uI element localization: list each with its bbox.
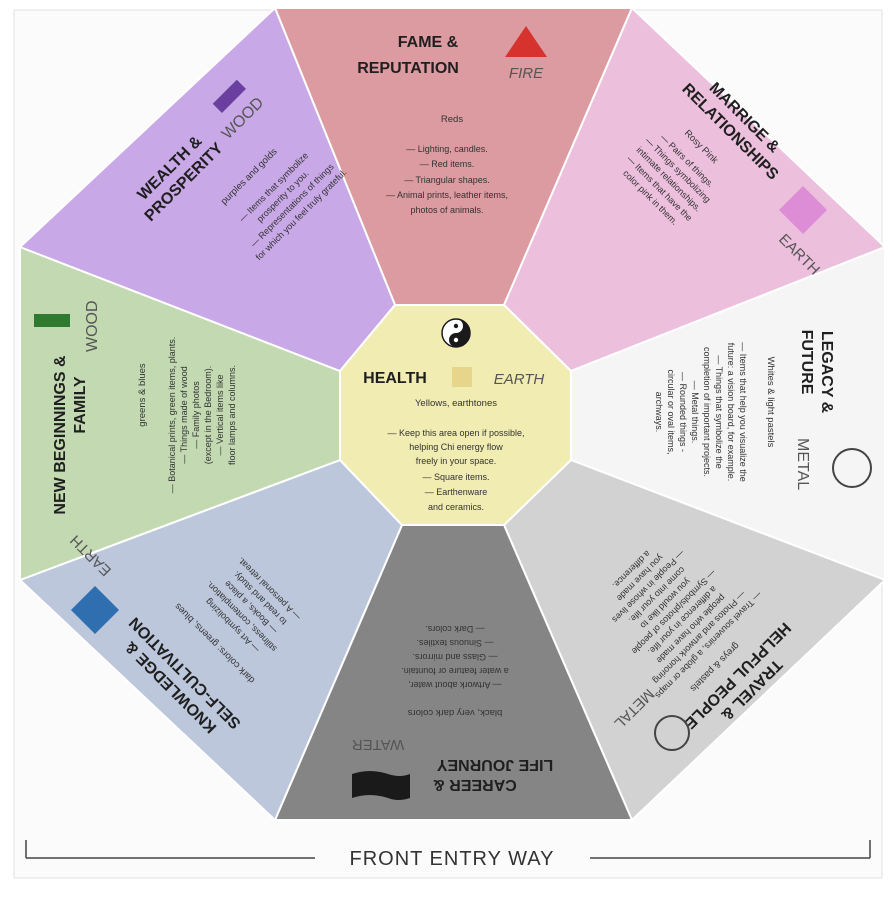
fame-element: FIRE (509, 65, 544, 82)
wealth-wood-bar-icon (212, 79, 246, 113)
family-item-3: (except in the Bedroom). (203, 366, 213, 465)
center-title: HEALTH (363, 370, 427, 387)
family-wood-bar-icon (34, 314, 70, 327)
legacy-item-5: — Rounded things - (678, 372, 688, 452)
family-title-line1: NEW BEGINNINGS & (52, 355, 69, 515)
relationships-earth-square-icon (778, 185, 828, 235)
fame-item-3: — Animal prints, leather items, (386, 190, 508, 200)
center-element: EARTH (494, 371, 545, 388)
legacy-item-6: circular or oval items, (666, 369, 676, 454)
legacy-group: LEGACY & FUTURE Whites & light pastels —… (654, 330, 835, 482)
fire-triangle-icon (505, 26, 547, 57)
family-item-1: — Things made of wood (179, 366, 189, 463)
family-colors: greens & blues (137, 363, 148, 427)
yin-yang-icon (441, 318, 471, 348)
family-title-line2: FAMILY (72, 376, 89, 434)
legacy-title-line2: FUTURE (798, 330, 815, 395)
career-colors: black, very dark colors (408, 707, 503, 718)
center-item-0: — Keep this area open if possible, (387, 428, 524, 438)
center-colors: Yellows, earthtones (415, 398, 497, 409)
legacy-item-2: — Things that symbolize the (714, 355, 724, 468)
career-title-line2: LIFE JOURNEY (436, 756, 553, 773)
legacy-item-7: archways. (654, 392, 664, 433)
center-item-2: freely in your space. (416, 456, 497, 466)
center-octagon (339, 304, 572, 526)
legacy-colors: Whites & light pastels (765, 357, 776, 448)
career-item-3: — Sinuous textiles. (416, 638, 493, 648)
legacy-item-0: — Items that help you visualize the (738, 342, 748, 482)
center-item-4: — Earthenware (425, 487, 488, 497)
family-item-5: floor lamps and columns. (227, 365, 237, 465)
legacy-item-3: completion of important projects. (702, 347, 712, 477)
career-item-2: — Glass and mirrors. (412, 652, 497, 662)
career-group: CAREER & LIFE JOURNEY black, very dark c… (401, 624, 553, 793)
legacy-metal-circle-icon (832, 448, 872, 488)
career-title-line1: CAREER & (433, 776, 517, 793)
travel-metal-circle-icon (654, 715, 690, 751)
fame-title-line2: REPUTATION (357, 60, 459, 77)
legacy-item-1: future: a vision board, for example. (726, 343, 736, 482)
legacy-element: METAL (794, 438, 811, 490)
water-wave-icon (352, 771, 410, 800)
family-group: NEW BEGINNINGS & FAMILY greens & blues —… (52, 337, 237, 515)
fame-title-line1: FAME & (398, 34, 459, 51)
career-item-0: — Artwork about water, (408, 680, 501, 690)
fame-colors: Reds (441, 114, 463, 125)
fame-group: FAME & REPUTATION FIRE Reds — Lighting, … (357, 26, 547, 215)
center-item-3: — Square items. (422, 472, 489, 482)
career-item-1: a water feature or fountain. (401, 666, 509, 676)
center-item-1: helping Chi energy flow (409, 442, 503, 452)
center-earth-square-icon (452, 367, 472, 387)
career-item-4: — Dark colors. (425, 624, 485, 634)
legacy-title-line1: LEGACY & (818, 331, 835, 414)
family-element: WOOD (84, 300, 101, 352)
legacy-item-4: — Metal things. (690, 381, 700, 444)
family-item-2: — Family photos (191, 381, 201, 449)
career-element: WATER (352, 736, 405, 753)
footer-label: FRONT ENTRY WAY (349, 848, 554, 870)
family-item-4: — Vertical items like (215, 374, 225, 455)
family-item-0: — Botanical prints, green items, plants. (167, 337, 177, 494)
fame-item-0: — Lighting, candles. (406, 144, 488, 154)
fame-item-2: — Triangular shapes. (404, 175, 490, 185)
fame-item-4: photos of animals. (410, 205, 483, 215)
fame-item-1: — Red items. (420, 159, 475, 169)
knowledge-earth-square-icon (70, 585, 120, 635)
center-item-5: and ceramics. (428, 502, 484, 512)
